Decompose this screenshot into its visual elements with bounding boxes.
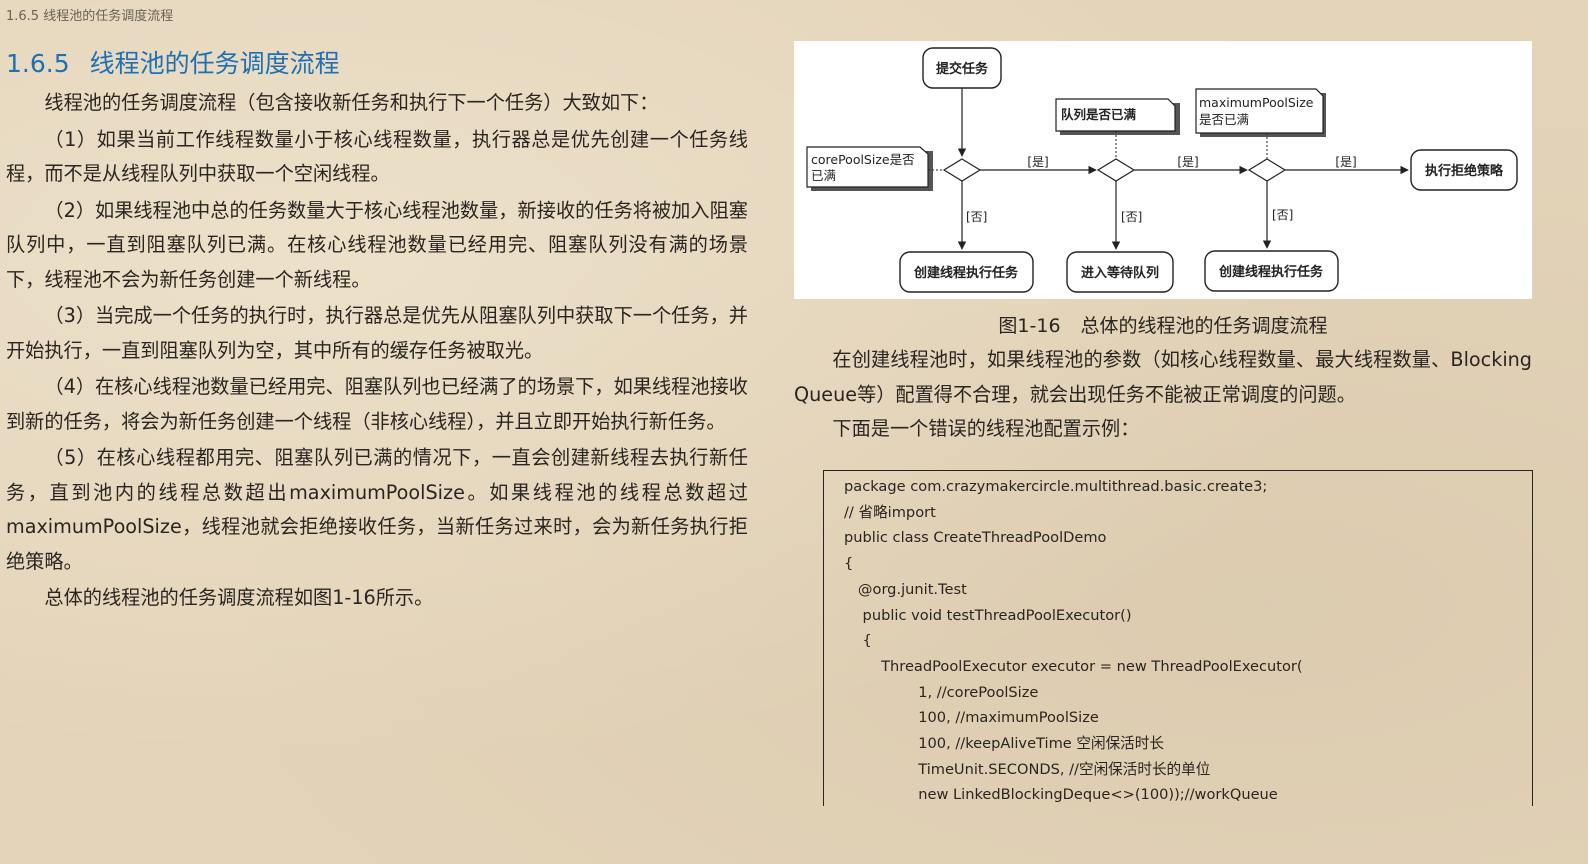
node-submit-label: 提交任务 (936, 61, 989, 77)
code-line: 100, //maximumPoolSize (844, 709, 1099, 727)
node-create-extra: 创建线程执行任务 (1204, 250, 1339, 292)
edge-label-yes-1: [是] (1027, 155, 1048, 169)
section-number: 1.6.5 (6, 49, 70, 78)
flowchart-figure: 提交任务 corePoolSize是否 已满 队列是否已满 (794, 41, 1532, 299)
section-title-text: 线程池的任务调度流程 (89, 49, 340, 78)
node-create-core-label: 创建线程执行任务 (913, 265, 1019, 281)
code-line: package com.crazymakercircle.multithread… (844, 478, 1268, 495)
code-line: ThreadPoolExecutor executor = new Thread… (844, 657, 1303, 675)
code-line: 100, //keepAliveTime 空闲保活时长 (844, 735, 1164, 753)
edge-label-yes-3: [是] (1335, 155, 1356, 169)
paragraph-example-intro: 下面是一个错误的线程池配置示例： (832, 417, 1140, 440)
section-title: 1.6.5 线程池的任务调度流程 (6, 44, 748, 84)
code-line: { (844, 555, 854, 573)
edge-label-yes-2: [是] (1177, 155, 1198, 169)
flowchart-svg: 提交任务 corePoolSize是否 已满 队列是否已满 (806, 47, 1518, 293)
left-column: 1.6.5 线程池的任务调度流程 线程池的任务调度流程（包含接收新任务和执行下一个… (6, 44, 748, 618)
note-max-line1: maximumPoolSize (1199, 95, 1314, 110)
node-enqueue: 进入等待队列 (1066, 251, 1174, 293)
note-queue-full: 队列是否已满 (1055, 98, 1180, 135)
decision-core (942, 158, 982, 182)
code-line: public class CreateThreadPoolDemo (844, 529, 1107, 547)
paragraph-intro: 线程池的任务调度流程（包含接收新任务和执行下一个任务）大致如下： (44, 91, 659, 114)
decision-max (1247, 158, 1287, 182)
right-column: 提交任务 corePoolSize是否 已满 队列是否已满 (794, 41, 1532, 447)
figure-caption-number: 图1-16 (998, 315, 1061, 337)
node-submit: 提交任务 (922, 47, 1002, 89)
code-line: new LinkedBlockingDeque<>(100));//workQu… (844, 786, 1278, 804)
paragraph-config-warning: 在创建线程池时，如果线程池的参数（如核心线程数量、最大线程数量、Blocking… (794, 348, 1532, 406)
note-core-line2: 已满 (811, 168, 836, 183)
note-core-line1: corePoolSize是否 (811, 152, 915, 167)
figure-caption-text: 总体的线程池的任务调度流程 (1080, 315, 1328, 337)
note-max-line2: 是否已满 (1199, 112, 1249, 127)
code-line: public void testThreadPoolExecutor() (844, 606, 1132, 624)
paragraph-rule-2: （2）如果线程池中总的任务数量大于核心线程池数量，新接收的任务将被加入阻塞队列中… (6, 198, 748, 291)
paragraph-rule-1: （1）如果当前工作线程数量小于核心线程数量，执行器总是优先创建一个任务线程，而不… (6, 127, 748, 186)
code-line: // 省略import (844, 503, 936, 521)
edge-label-no-2: [否] (1121, 210, 1142, 224)
edge-label-no-1: [否] (966, 210, 987, 224)
node-reject: 执行拒绝策略 (1410, 149, 1518, 191)
figure-caption: 图1-16 总体的线程池的任务调度流程 (794, 311, 1532, 341)
code-block: package com.crazymakercircle.multithread… (823, 470, 1533, 806)
running-header: 1.6.5 线程池的任务调度流程 (6, 9, 174, 24)
paragraph-figure-ref: 总体的线程池的任务调度流程如图1-16所示。 (44, 586, 434, 609)
node-enqueue-label: 进入等待队列 (1081, 265, 1159, 281)
code-line: @org.junit.Test (844, 580, 967, 598)
note-max-full: maximumPoolSize 是否已满 (1195, 88, 1326, 137)
code-line: { (844, 632, 872, 650)
paragraph-rule-3: （3）当完成一个任务的执行时，执行器总是优先从阻塞队列中获取下一个任务，并开始执… (6, 304, 748, 362)
paragraph-rule-4: （4）在核心线程池数量已经用完、阻塞队列也已经满了的场景下，如果线程池接收到新的… (6, 375, 748, 433)
code-line: 1, //corePoolSize (844, 683, 1039, 701)
decision-queue (1096, 158, 1136, 182)
note-queue-label: 队列是否已满 (1061, 107, 1137, 122)
node-create-extra-label: 创建线程执行任务 (1218, 264, 1324, 280)
note-core-full: corePoolSize是否 已满 (806, 146, 933, 191)
paragraph-rule-5: （5）在核心线程都用完、阻塞队列已满的情况下，一直会创建新线程去执行新任务，直到… (6, 446, 748, 573)
node-create-core: 创建线程执行任务 (899, 251, 1034, 293)
node-reject-label: 执行拒绝策略 (1425, 163, 1504, 179)
edge-label-no-3: [否] (1272, 208, 1293, 222)
code-line: TimeUnit.SECONDS, //空闲保活时长的单位 (844, 760, 1211, 778)
